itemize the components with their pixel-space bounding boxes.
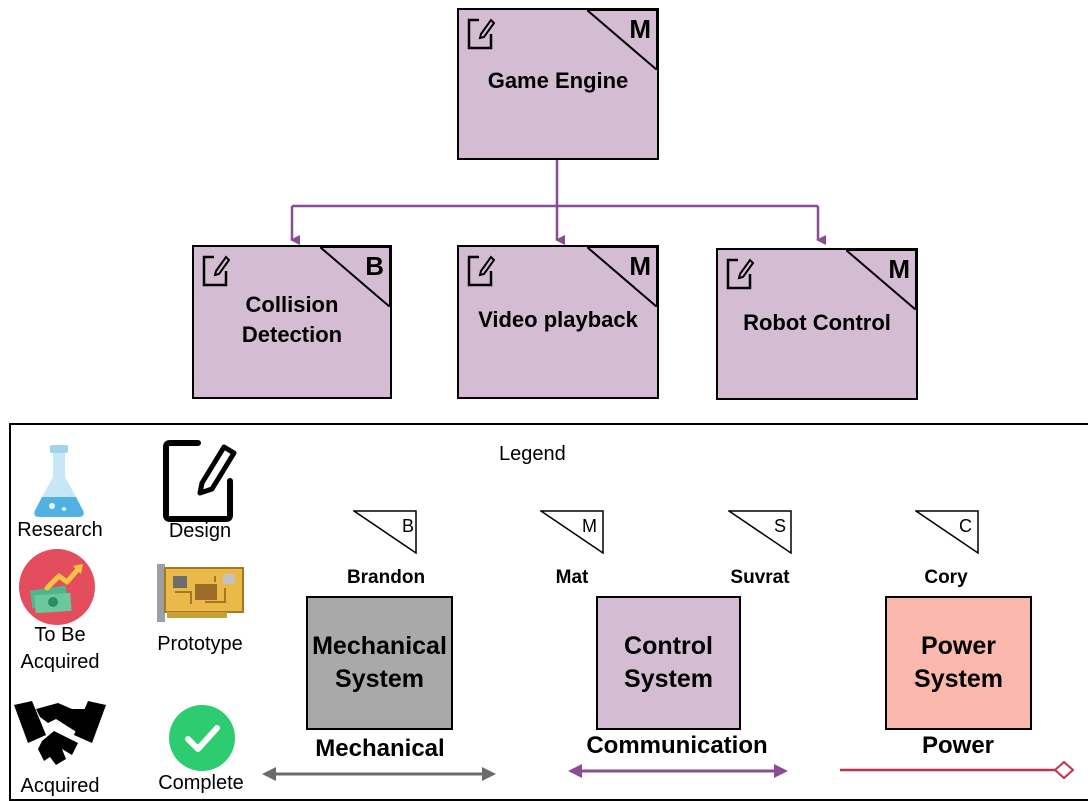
owner-name-cory: Cory xyxy=(924,567,968,588)
owner-flag: M xyxy=(846,250,916,310)
handshake-icon xyxy=(14,701,106,765)
communication-line xyxy=(568,764,788,778)
node-title: Collision Detection xyxy=(241,292,343,347)
to-be-acquired-label: To Be Acquired xyxy=(20,624,100,673)
mechanical-system-box: Mechanical System xyxy=(306,596,453,730)
robot-control-node[interactable]: M Robot Control xyxy=(716,248,918,400)
design-icon xyxy=(202,255,230,287)
money-growth-icon xyxy=(19,549,95,625)
legend-title: Legend xyxy=(499,443,566,465)
prototype-label: Prototype xyxy=(157,633,243,655)
acquired-label: Acquired xyxy=(20,775,100,797)
power-connection-label: Power xyxy=(921,732,995,759)
owner-flag-letter: M xyxy=(582,516,597,536)
legend-panel xyxy=(9,423,1088,801)
design-icon xyxy=(726,258,754,290)
collision-detection-node[interactable]: B Collision Detection xyxy=(192,245,392,399)
owner-flag: B xyxy=(320,247,390,307)
node-title: Video playback xyxy=(478,307,638,332)
owner-letter: M xyxy=(629,14,651,44)
owner-letter: B xyxy=(365,251,384,281)
owner-flag-letter: C xyxy=(959,516,972,536)
communication-connection-label: Communication xyxy=(586,732,768,759)
research-flask-icon xyxy=(33,445,85,517)
owner-flag-s: S xyxy=(728,510,792,554)
mechanical-connection-label: Mechanical xyxy=(315,735,445,762)
design-icon xyxy=(163,440,237,522)
design-icon xyxy=(467,255,495,287)
complete-label: Complete xyxy=(158,772,244,794)
owner-letter: M xyxy=(629,251,651,281)
owner-flag-m: M xyxy=(540,510,604,554)
owner-flag: M xyxy=(587,10,657,70)
owner-flag-b: B xyxy=(353,510,417,554)
check-circle-icon xyxy=(169,705,235,771)
owner-name-suvrat: Suvrat xyxy=(730,567,790,588)
owner-flag-letter: B xyxy=(402,516,414,536)
owner-flag-letter: S xyxy=(774,516,786,536)
owner-flag-c: C xyxy=(915,510,979,554)
video-playback-node[interactable]: M Video playback xyxy=(457,245,659,399)
mechanical-line xyxy=(262,767,496,781)
power-line xyxy=(840,760,1075,780)
game-engine-node[interactable]: M Game Engine xyxy=(457,8,659,160)
design-label: Design xyxy=(168,520,232,542)
owner-name-brandon: Brandon xyxy=(346,567,426,588)
owner-letter: M xyxy=(888,254,910,284)
owner-name-mat: Mat xyxy=(555,567,589,588)
circuit-board-icon xyxy=(157,564,244,622)
node-title: Robot Control xyxy=(743,310,891,335)
design-icon xyxy=(467,18,495,50)
research-label: Research xyxy=(17,519,103,541)
owner-flag: M xyxy=(587,247,657,307)
control-system-box: Control System xyxy=(596,596,741,730)
power-system-box: Power System xyxy=(885,596,1032,730)
node-title: Game Engine xyxy=(487,68,629,93)
